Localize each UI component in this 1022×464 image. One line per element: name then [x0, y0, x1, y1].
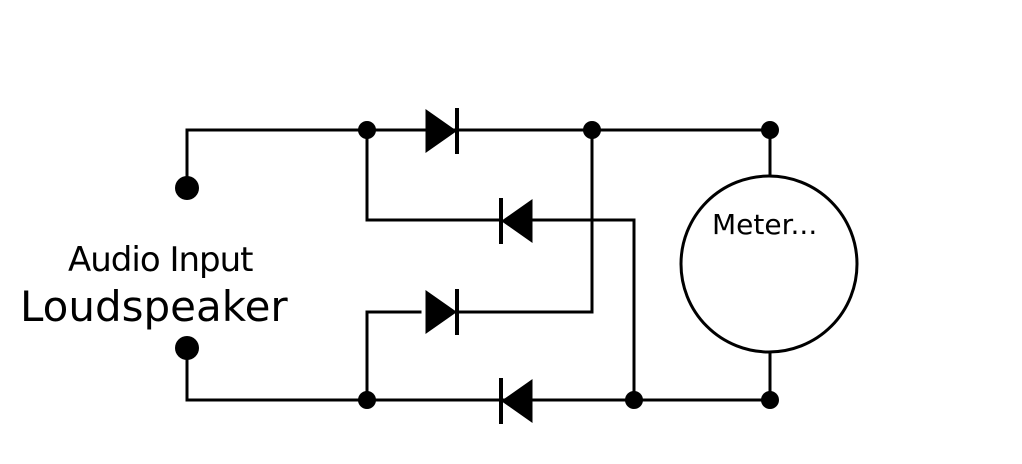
junction-node — [761, 121, 779, 139]
wire-branch-3-right — [456, 128, 594, 314]
diodes — [425, 108, 533, 424]
junction-node — [358, 391, 376, 409]
junction-node — [583, 121, 601, 139]
diode-4 — [499, 378, 533, 424]
meter-label: Meter... — [712, 208, 818, 241]
diode-2 — [499, 198, 533, 244]
loudspeaker-label: Loudspeaker — [20, 282, 288, 331]
junction-node — [358, 121, 376, 139]
wire-input-top — [185, 128, 369, 189]
wire-branch-2-right — [528, 218, 636, 402]
junction-node — [761, 391, 779, 409]
junction-nodes — [175, 121, 779, 409]
wire-input-bottom — [185, 346, 369, 402]
meter-circle — [679, 174, 859, 354]
input-terminal-bottom — [175, 336, 199, 360]
wire-left-rail-bottom — [365, 310, 422, 402]
junction-node — [625, 391, 643, 409]
diode-3 — [425, 289, 459, 335]
audio-input-label: Audio Input — [68, 240, 253, 280]
input-terminal-top — [175, 176, 199, 200]
diode-1 — [425, 108, 459, 154]
